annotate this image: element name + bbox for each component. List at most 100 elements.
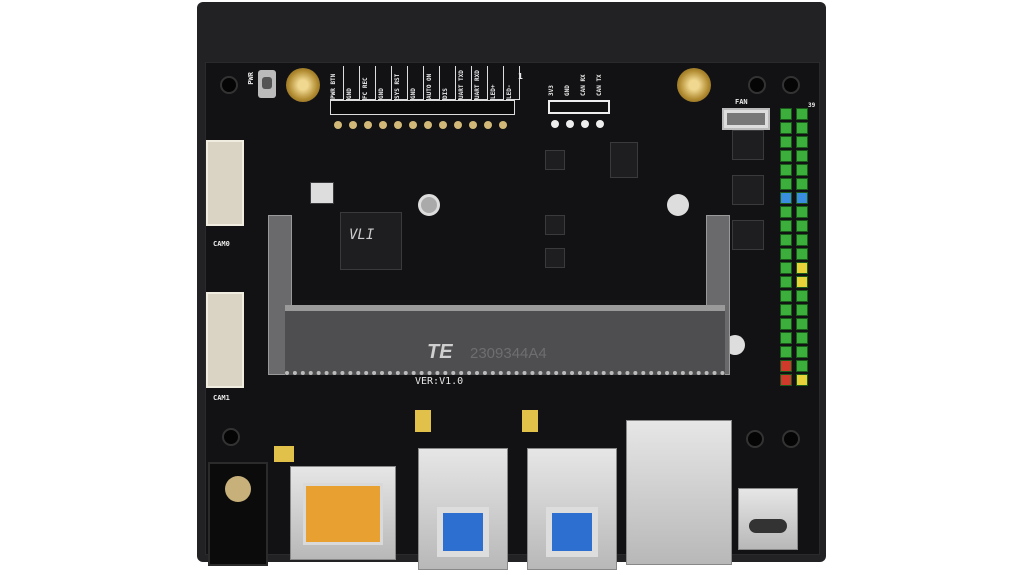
chip-label: VLI [349,227,375,243]
capacitor [415,410,431,432]
gpio-header[interactable] [780,108,810,386]
header-pin-label: GND [378,66,392,100]
gpio-pin[interactable] [796,122,808,134]
gpio-pin[interactable] [796,374,808,386]
header-pin-label: FC REC [362,66,376,100]
ic-chip [545,150,565,170]
usb-c-port[interactable] [738,488,798,550]
gpio-pin-label: 39 [808,102,816,109]
capacitor [274,446,294,462]
ic-chip [732,175,764,205]
mounting-hole [220,76,238,94]
fan-label: FAN [735,98,748,106]
header-pad [409,121,417,129]
gpio-pin[interactable] [796,304,808,316]
control-pin-header [330,100,515,115]
standoff-screw [418,194,440,216]
dc-power-jack[interactable] [208,462,268,566]
usb3-port-1[interactable] [418,448,508,570]
gpio-pin[interactable] [780,234,792,246]
gpio-pin[interactable] [780,304,792,316]
slot-part-label: 2309344A4 [470,345,547,362]
can-pin-label: CAN TX [596,74,603,96]
header-pin-label: UART TXD [458,66,472,100]
can-pin-label: GND [564,85,571,96]
gpio-pin[interactable] [796,178,808,190]
header-pad [469,121,477,129]
fan-connector[interactable] [722,108,770,130]
power-button[interactable] [258,70,276,98]
header-pin-label: DIS [442,66,456,100]
gpio-pin[interactable] [796,262,808,274]
gpio-pin[interactable] [780,150,792,162]
gpio-pin[interactable] [796,192,808,204]
ic-chip [545,215,565,235]
header-pad [379,121,387,129]
gpio-pin[interactable] [780,248,792,260]
cam0-connector[interactable] [206,140,244,226]
header-pad [334,121,342,129]
gpio-pin[interactable] [796,276,808,288]
header-pad [484,121,492,129]
gpio-pin[interactable] [780,206,792,218]
gpio-pin[interactable] [796,206,808,218]
can-pin-header [548,100,610,114]
header-pin-label: GND [346,66,360,100]
standoff-pad [725,335,745,355]
mounting-hole [746,430,764,448]
gpio-pin[interactable] [796,220,808,232]
can-header-pads [551,120,604,128]
hdmi-port[interactable] [290,466,396,560]
gpio-pin[interactable] [780,178,792,190]
header-pin-label: UART RXD [474,66,488,100]
header-pad [439,121,447,129]
header-pin-label: PWR BTN [330,66,344,100]
header-pad [424,121,432,129]
gpio-pin[interactable] [780,290,792,302]
header-pin-label: LED+ [490,66,504,100]
gpio-pin[interactable] [780,276,792,288]
gpio-pin[interactable] [796,108,808,120]
gpio-pin[interactable] [780,192,792,204]
gpio-pin[interactable] [780,332,792,344]
ethernet-port[interactable] [626,420,732,565]
mounting-hole [748,76,766,94]
gpio-pin[interactable] [780,108,792,120]
usb3-port-2[interactable] [527,448,617,570]
gpio-pin[interactable] [796,150,808,162]
can-pin-label: CAN RX [580,74,587,96]
gpio-pin[interactable] [796,234,808,246]
gpio-pin[interactable] [780,346,792,358]
version-label: VER:V1.0 [415,376,464,387]
gpio-pin[interactable] [796,360,808,372]
gpio-pin[interactable] [780,220,792,232]
gpio-pin[interactable] [780,164,792,176]
header-pad [499,121,507,129]
gpio-pin[interactable] [780,122,792,134]
gpio-pin[interactable] [796,164,808,176]
mounting-hole [782,76,800,94]
gpio-pin[interactable] [796,248,808,260]
cam1-label: CAM1 [213,394,230,402]
gpio-pin[interactable] [780,360,792,372]
gpio-pin[interactable] [796,332,808,344]
gpio-pin[interactable] [796,318,808,330]
header-pad [349,121,357,129]
usb-hub-chip: VLI [340,212,402,270]
header-pad [364,121,372,129]
gpio-pin[interactable] [796,346,808,358]
cam1-connector[interactable] [206,292,244,388]
control-header-pads [334,121,507,129]
gpio-pin[interactable] [796,290,808,302]
can-pin-label: 3V3 [548,85,555,96]
gpio-pin[interactable] [780,262,792,274]
header-pad [454,121,462,129]
ic-chip [732,220,764,250]
standoff-pad [667,194,689,216]
sodimm-slot[interactable]: TE 2309344A4 [285,305,725,375]
gpio-pin[interactable] [780,374,792,386]
gpio-pin[interactable] [796,136,808,148]
gpio-pin[interactable] [780,318,792,330]
gpio-pin[interactable] [780,136,792,148]
pin1-label: 1 [518,72,523,81]
